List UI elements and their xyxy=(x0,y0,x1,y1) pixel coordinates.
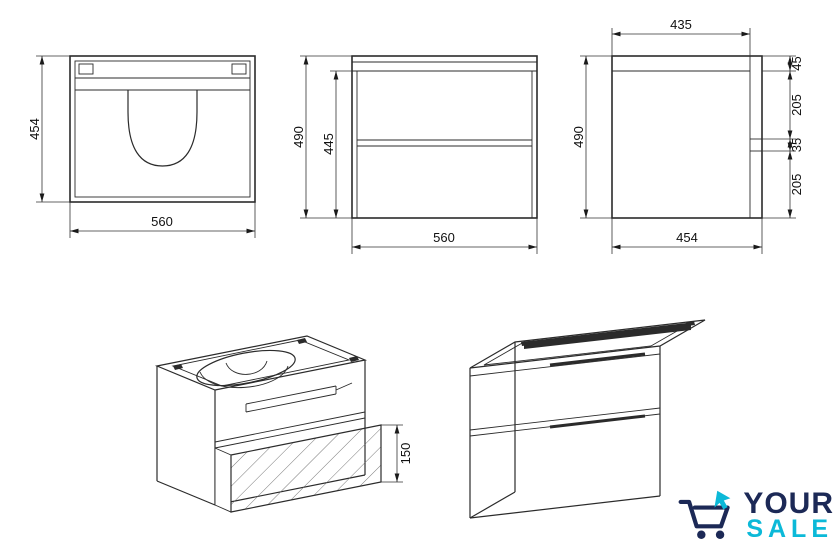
side-view-dimensions: 435 490 454 45 205 xyxy=(571,17,804,254)
dim-front-width: 560 xyxy=(433,230,455,245)
iso-closed-top-rail-line xyxy=(469,353,661,377)
view-iso-closed xyxy=(469,319,706,519)
view-front: 490 445 560 xyxy=(291,55,538,254)
dim-side-bottom-depth: 454 xyxy=(676,230,698,245)
shopping-cart-icon xyxy=(678,490,731,539)
iso-open-top-rim-outer xyxy=(154,335,368,391)
iso-closed-top-rim-outer xyxy=(469,319,706,369)
drawer-front-hatched xyxy=(230,424,382,513)
dim-side-upper-drawer: 205 xyxy=(789,94,804,116)
top-view-outer-panel xyxy=(69,55,256,203)
dim-side-height: 490 xyxy=(571,126,586,148)
dim-top-width: 560 xyxy=(151,214,173,229)
iso-closed-drawer-gap-top xyxy=(469,407,661,431)
top-view-dimensions: 454 560 xyxy=(27,55,256,238)
logo-text-your: YOUR xyxy=(743,486,834,520)
iso-open-corner-bracket-back xyxy=(297,338,307,344)
iso-open-sink-bowl xyxy=(196,349,296,388)
upper-drawer-handle-recess xyxy=(549,352,646,367)
iso-open-top-rim-inner xyxy=(171,339,351,387)
iso-open-corner-bracket-left xyxy=(173,364,183,370)
logo-text-sale: SALE xyxy=(746,515,833,544)
iso-closed-corner-bracket-right xyxy=(686,321,695,326)
front-view-outer-panel xyxy=(351,55,538,219)
iso-closed-corner-bracket-left xyxy=(521,341,530,346)
iso-open-corner-bracket-right xyxy=(349,356,359,362)
dim-side-drawer-gap: 35 xyxy=(789,138,804,152)
view-top: 454 560 xyxy=(27,55,256,238)
drawer-side-panel xyxy=(214,447,232,513)
side-view-cabinet-outline xyxy=(611,55,763,219)
top-view-cabinet-outline xyxy=(69,55,256,203)
dim-front-height: 490 xyxy=(291,126,306,148)
brand-logo: YOUR SALE xyxy=(676,488,834,544)
corner-bracket-left xyxy=(78,63,94,75)
view-iso-open: 150 xyxy=(154,335,413,513)
dim-side-lower-drawer: 205 xyxy=(789,174,804,196)
side-view-outer-panel xyxy=(611,55,763,219)
iso-closed-back-rail-shadow xyxy=(524,323,691,349)
dim-front-inner-height: 445 xyxy=(321,133,336,155)
dim-top-depth: 454 xyxy=(27,118,42,140)
iso-closed-carcass xyxy=(469,319,706,519)
brand-logo-text: YOUR SALE xyxy=(743,486,834,544)
front-view-cabinet-outline xyxy=(351,55,538,219)
iso-open-inner-drawer xyxy=(245,382,353,413)
dim-drawer-front-height: 150 xyxy=(398,443,413,465)
dim-side-top-rail: 45 xyxy=(789,56,804,70)
top-view-inner-panel xyxy=(74,60,251,198)
dim-side-top-depth: 435 xyxy=(670,17,692,32)
view-side: 435 490 454 45 205 xyxy=(571,17,804,254)
lower-drawer-handle-recess xyxy=(549,414,646,429)
iso-open-dimensions: 150 xyxy=(381,424,413,483)
corner-bracket-right xyxy=(231,63,247,75)
front-view-dimensions: 490 445 560 xyxy=(291,55,538,254)
sink-cutout xyxy=(127,90,198,167)
iso-open-bottom-drawer xyxy=(214,424,382,513)
iso-open-front-divider xyxy=(214,411,366,443)
